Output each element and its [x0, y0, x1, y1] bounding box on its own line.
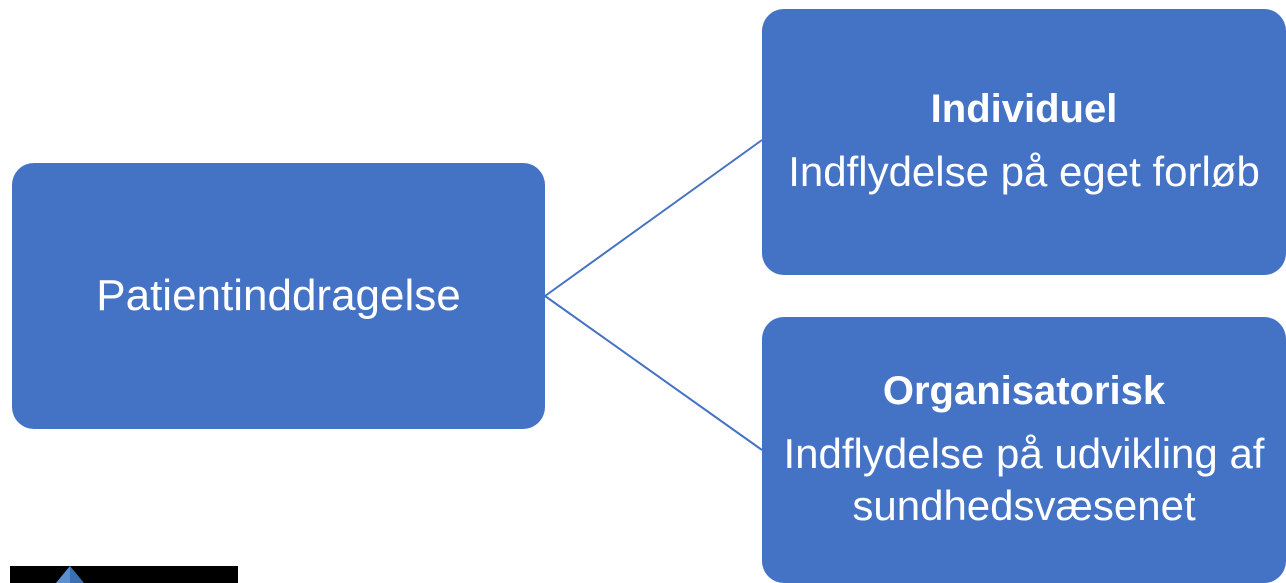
connector-root-to-organisatorisk [544, 295, 763, 451]
logo [10, 566, 238, 583]
child-node-description: Indflydelse på eget forløb [788, 147, 1260, 195]
child-node-title: Organisatorisk [882, 368, 1166, 413]
diamond-logo-icon [56, 566, 84, 583]
child-node-organisatorisk: Organisatorisk Indflydelse på udvikling … [762, 317, 1286, 583]
root-node-label: Patientinddragelse [96, 270, 461, 320]
connector-root-to-individuel [544, 139, 763, 297]
child-node-title: Individuel [930, 86, 1118, 131]
child-node-description: Indflydelse på udvikling af sundhedsvæse… [783, 429, 1265, 530]
child-node-individuel: Individuel Indflydelse på eget forløb [762, 9, 1286, 275]
root-node-box: Patientinddragelse [12, 163, 545, 429]
